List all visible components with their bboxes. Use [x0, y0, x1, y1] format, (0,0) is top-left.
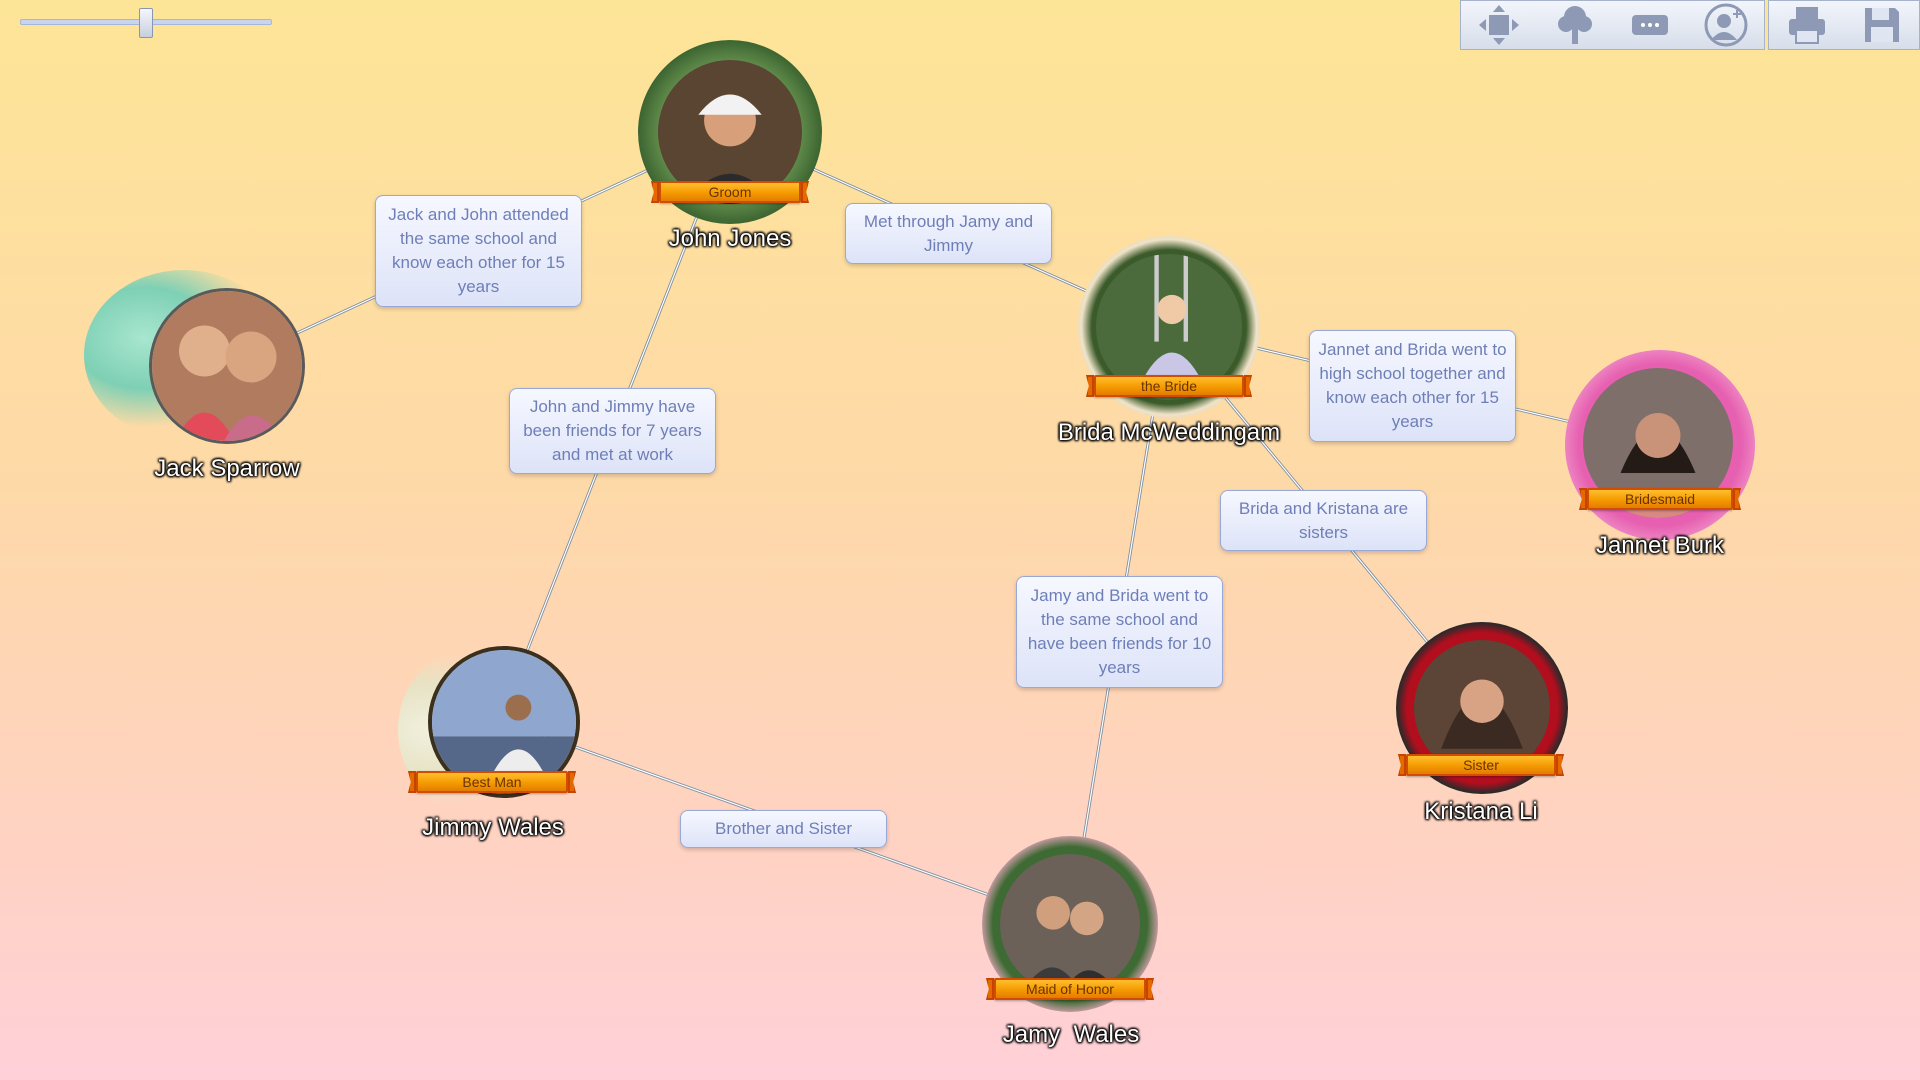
file-toolbar	[1768, 0, 1920, 50]
move-icon	[1478, 5, 1519, 45]
role-ribbon: Sister	[1406, 754, 1556, 776]
tree-view-button[interactable]	[1546, 1, 1604, 49]
print-icon	[1788, 7, 1825, 44]
role-ribbon: Best Man	[416, 771, 568, 793]
role-ribbon: Bridesmaid	[1587, 488, 1733, 510]
more-icon	[1632, 15, 1669, 35]
person-name: Brida McWeddingam	[1057, 419, 1281, 446]
relationship-label[interactable]: Met through Jamy and Jimmy	[845, 203, 1052, 264]
person-name: Jack Sparrow	[154, 455, 300, 482]
person-name: John Jones	[668, 225, 792, 252]
save-button[interactable]	[1853, 1, 1911, 49]
role-ribbon: Groom	[659, 181, 801, 203]
print-button[interactable]	[1778, 1, 1836, 49]
relationship-label[interactable]: Jack and John attended the same school a…	[375, 195, 582, 307]
view-toolbar	[1460, 0, 1765, 50]
person-node-jannet[interactable]: Bridesmaid Jannet Burk	[1563, 350, 1757, 565]
person-name: Jimmy Wales	[422, 814, 564, 841]
relationship-label[interactable]: Brida and Kristana are sisters	[1220, 490, 1427, 551]
person-node-john[interactable]: Groom John Jones	[634, 40, 826, 260]
relationship-label[interactable]: John and Jimmy have been friends for 7 y…	[509, 388, 716, 474]
person-node-kristana[interactable]: Sister Kristana Li	[1384, 620, 1578, 835]
zoom-slider-thumb[interactable]	[139, 8, 153, 38]
person-node-jamy[interactable]: Maid of Honor Jamy Wales	[974, 836, 1168, 1051]
person-photo	[149, 288, 305, 444]
relationship-label[interactable]: Brother and Sister	[680, 810, 887, 848]
role-ribbon: Maid of Honor	[994, 978, 1146, 1000]
person-photo	[1000, 854, 1140, 994]
person-name: Jannet Burk	[1595, 532, 1725, 559]
relationship-label[interactable]: Jannet and Brida went to high school tog…	[1309, 330, 1516, 442]
more-button[interactable]	[1621, 1, 1679, 49]
person-name: Kristana Li	[1424, 798, 1538, 825]
relationship-label[interactable]: Jamy and Brida went to the same school a…	[1016, 576, 1223, 688]
zoom-slider[interactable]	[18, 8, 272, 38]
person-node-jimmy[interactable]: Best Man Jimmy Wales	[398, 640, 592, 855]
move-button[interactable]	[1470, 1, 1528, 49]
add-person-button[interactable]	[1697, 1, 1755, 49]
person-node-jack[interactable]: Jack Sparrow	[84, 270, 308, 490]
person-node-brida[interactable]: the Bride Brida McWeddingam	[1058, 236, 1280, 451]
tree-icon	[1557, 6, 1592, 44]
person-name: Jamy Wales	[1002, 1021, 1140, 1048]
role-ribbon: the Bride	[1094, 375, 1244, 397]
save-icon	[1864, 8, 1899, 42]
add-person-icon	[1704, 3, 1748, 47]
